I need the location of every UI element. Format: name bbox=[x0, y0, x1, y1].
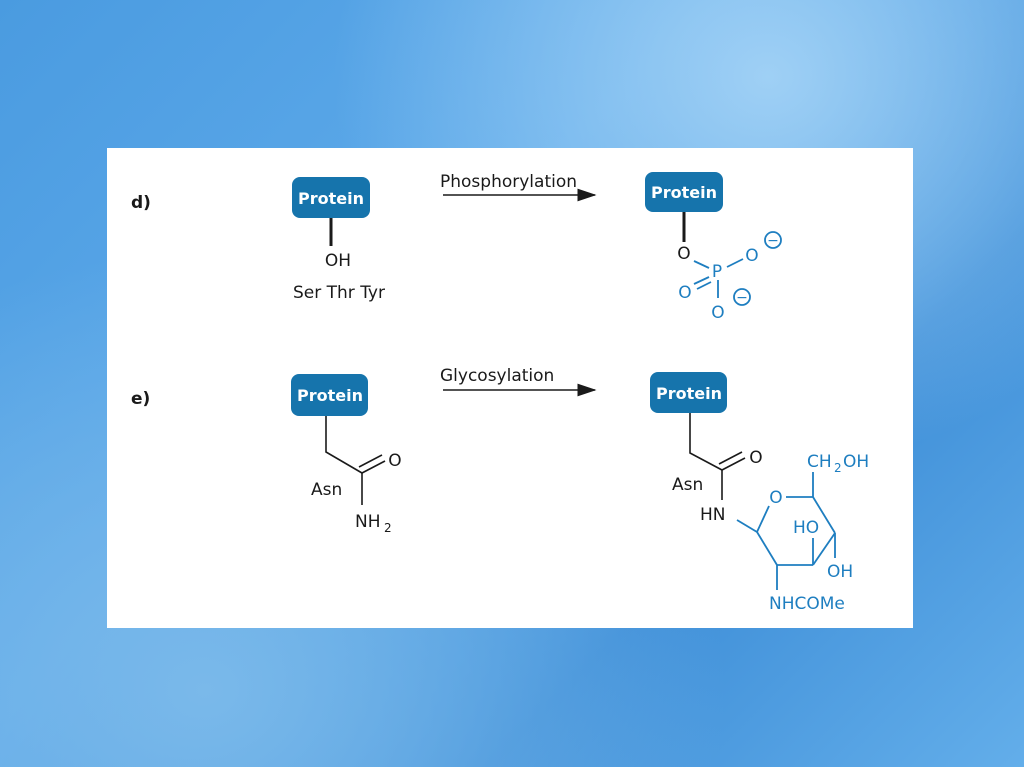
svg-text:−: − bbox=[736, 290, 748, 306]
svg-text:Asn: Asn bbox=[672, 475, 703, 495]
residues-text: Ser Thr Tyr bbox=[293, 283, 385, 303]
svg-text:OH: OH bbox=[843, 452, 869, 472]
diagram-panel bbox=[107, 148, 913, 628]
reaction-name-glycosylation: Glycosylation bbox=[440, 366, 554, 386]
svg-text:NH: NH bbox=[355, 512, 381, 532]
svg-text:HN: HN bbox=[700, 505, 726, 525]
svg-text:Protein: Protein bbox=[297, 386, 363, 405]
svg-text:CH: CH bbox=[807, 452, 832, 472]
svg-text:Protein: Protein bbox=[656, 384, 722, 403]
protein-box-e-product: Protein bbox=[650, 372, 727, 413]
phosphate-group: O P O − O O − bbox=[677, 212, 782, 323]
svg-text:−: − bbox=[767, 233, 779, 249]
svg-text:Protein: Protein bbox=[298, 189, 364, 208]
svg-text:O: O bbox=[711, 303, 724, 323]
svg-text:P: P bbox=[712, 262, 722, 282]
svg-text:Asn: Asn bbox=[311, 480, 342, 500]
svg-text:OH: OH bbox=[827, 562, 853, 582]
svg-text:O: O bbox=[749, 448, 762, 468]
glcnac-sugar-ring: O CH 2 OH HO OH NHCOMe bbox=[756, 452, 869, 614]
svg-text:NHCOMe: NHCOMe bbox=[769, 594, 845, 614]
svg-text:Protein: Protein bbox=[651, 183, 717, 202]
protein-box-d-reactant: Protein bbox=[292, 177, 370, 218]
protein-box-e-reactant: Protein bbox=[291, 374, 368, 416]
hydroxyl-group: OH bbox=[325, 251, 351, 271]
protein-box-d-product: Protein bbox=[645, 172, 723, 212]
svg-text:2: 2 bbox=[384, 521, 392, 535]
svg-text:O: O bbox=[769, 488, 782, 508]
label-e: e) bbox=[131, 389, 150, 409]
svg-text:O: O bbox=[745, 246, 758, 266]
svg-text:2: 2 bbox=[834, 461, 842, 475]
glycosylated-asparagine: O Asn HN bbox=[672, 413, 763, 533]
asparagine-sidechain: O Asn NH 2 bbox=[311, 416, 402, 535]
svg-text:O: O bbox=[388, 451, 401, 471]
svg-text:O: O bbox=[678, 283, 691, 303]
svg-text:HO: HO bbox=[793, 518, 819, 538]
svg-text:O: O bbox=[677, 244, 690, 264]
reaction-name-phosphorylation: Phosphorylation bbox=[440, 172, 577, 192]
label-d: d) bbox=[131, 193, 151, 213]
